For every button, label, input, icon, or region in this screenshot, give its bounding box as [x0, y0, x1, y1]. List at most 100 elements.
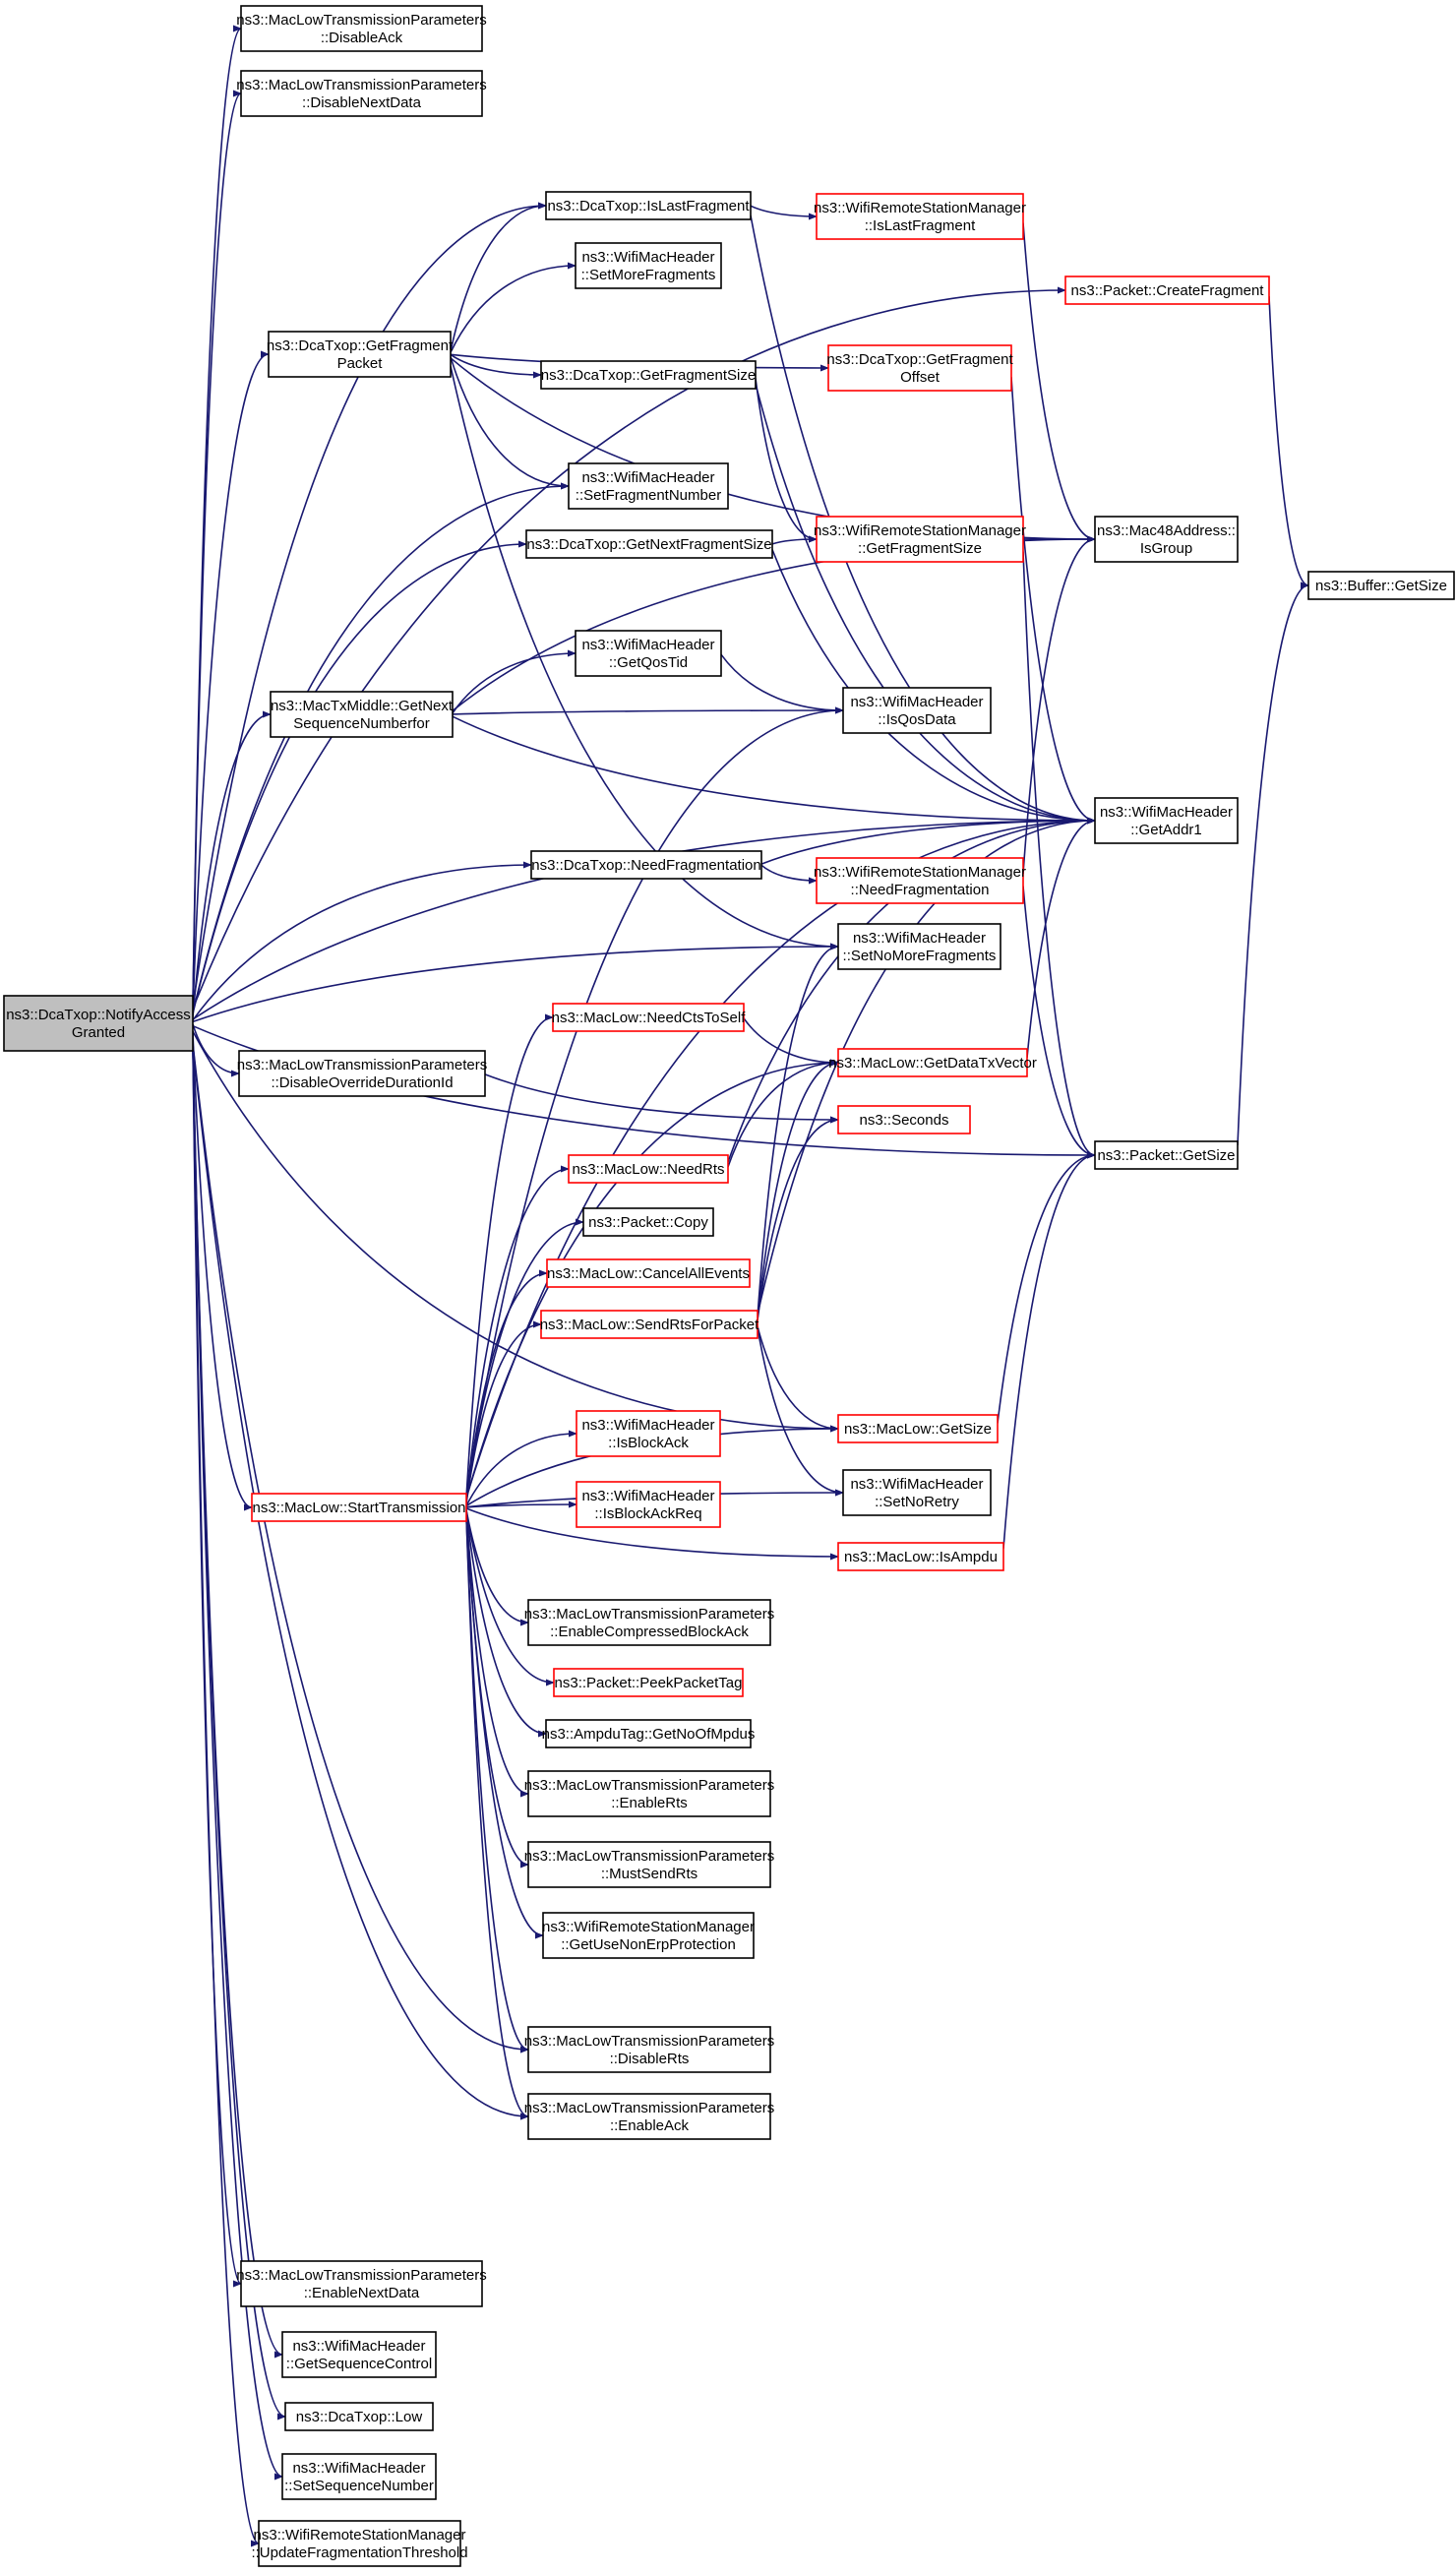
node-setMoreFragments[interactable]: ns3::WifiMacHeader::SetMoreFragments: [575, 242, 722, 289]
node-label: ns3::MacLow::GetDataTxVector: [828, 1055, 1037, 1072]
node-disableRts[interactable]: ns3::MacLowTransmissionParameters::Disab…: [524, 2026, 775, 2073]
node-isBlockAck[interactable]: ns3::WifiMacHeader::IsBlockAck: [576, 1410, 721, 1457]
node-needRts[interactable]: ns3::MacLow::NeedRts: [568, 1154, 729, 1184]
node-isBlockAckReq[interactable]: ns3::WifiMacHeader::IsBlockAckReq: [576, 1481, 721, 1528]
node-setFragmentNumber[interactable]: ns3::WifiMacHeader::SetFragmentNumber: [568, 462, 729, 510]
node-label: ns3::WifiMacHeader: [292, 2338, 425, 2355]
node-label: ns3::Buffer::GetSize: [1315, 578, 1447, 594]
node-box: [816, 516, 1024, 563]
node-bufferGetSize[interactable]: ns3::Buffer::GetSize: [1307, 571, 1455, 600]
node-box: [527, 2026, 771, 2073]
node-setNoMoreFragments[interactable]: ns3::WifiMacHeader::SetNoMoreFragments: [837, 923, 1001, 970]
edge-getFragmentPacket-to-isLastFragment: [450, 202, 547, 352]
node-updateFragThreshold[interactable]: ns3::WifiRemoteStationManager::UpdateFra…: [251, 2520, 468, 2567]
node-label: ns3::MacLowTransmissionParameters: [236, 2267, 487, 2284]
node-getNextFragmentSize[interactable]: ns3::DcaTxop::GetNextFragmentSize: [525, 529, 773, 559]
node-disableOverride[interactable]: ns3::MacLowTransmissionParameters::Disab…: [237, 1050, 488, 1097]
node-peekPacketTag[interactable]: ns3::Packet::PeekPacketTag: [553, 1668, 744, 1697]
node-isAmpdu[interactable]: ns3::MacLow::IsAmpdu: [837, 1542, 1004, 1571]
node-packetGetSize[interactable]: ns3::Packet::GetSize: [1094, 1140, 1239, 1170]
node-label: ::EnableRts: [611, 1795, 688, 1811]
node-startTransmission[interactable]: ns3::MacLow::StartTransmission: [251, 1493, 467, 1522]
node-box: [542, 1912, 755, 1959]
edge-getQosTid-to-isQosData: [720, 653, 844, 714]
node-box: [258, 2520, 461, 2567]
node-dcaLow[interactable]: ns3::DcaTxop::Low: [284, 2402, 434, 2431]
node-label: ::GetFragmentSize: [858, 540, 982, 557]
edge-root-to-disableOverride: [192, 1023, 240, 1077]
node-label: ns3::MacLowTransmissionParameters: [524, 1848, 775, 1865]
node-box: [545, 1719, 752, 1748]
node-enableCompressedBlockAck[interactable]: ns3::MacLowTransmissionParameters::Enabl…: [524, 1599, 775, 1646]
node-getUseNonErp[interactable]: ns3::WifiRemoteStationManager::GetUseNon…: [542, 1912, 755, 1959]
node-enableNextData[interactable]: ns3::MacLowTransmissionParameters::Enabl…: [236, 2260, 487, 2307]
node-getSequenceControl[interactable]: ns3::WifiMacHeader::GetSequenceControl: [281, 2331, 437, 2378]
node-getNextSeq[interactable]: ns3::MacTxMiddle::GetNextSequenceNumberf…: [270, 691, 454, 738]
edge-startTransmission-to-cancelAllEvents: [465, 1269, 548, 1503]
node-seconds[interactable]: ns3::Seconds: [837, 1105, 971, 1134]
node-getFragmentSize[interactable]: ns3::DcaTxop::GetFragmentSize: [540, 360, 757, 390]
edge-startTransmission-to-getAddr1: [465, 817, 1096, 1499]
node-box: [837, 1048, 1028, 1077]
node-wrsmIsLastFragment[interactable]: ns3::WifiRemoteStationManager::IsLastFra…: [814, 193, 1026, 240]
node-label: ns3::MacLowTransmissionParameters: [524, 2100, 775, 2116]
node-box: [575, 242, 722, 289]
node-isGroup[interactable]: ns3::Mac48Address::IsGroup: [1094, 516, 1239, 563]
node-isQosData[interactable]: ns3::WifiMacHeader::IsQosData: [842, 687, 992, 734]
node-box: [525, 529, 773, 559]
node-disableNextData[interactable]: ns3::MacLowTransmissionParameters::Disab…: [236, 70, 487, 117]
node-label: ns3::Packet::PeekPacketTag: [555, 1675, 743, 1691]
node-sendRtsForPacket[interactable]: ns3::MacLow::SendRtsForPacket: [540, 1310, 759, 1339]
node-box: [527, 1770, 771, 1817]
node-label: ns3::Seconds: [860, 1112, 949, 1129]
node-label: ::SetSequenceNumber: [284, 2478, 434, 2494]
edge-sendRtsForPacket-to-setNoMoreFragments: [757, 943, 839, 1318]
node-setNoRetry[interactable]: ns3::WifiMacHeader::SetNoRetry: [842, 1469, 992, 1516]
edge-root-to-disableNextData: [192, 90, 242, 1006]
node-label: ::GetAddr1: [1130, 822, 1202, 838]
edge-sendRtsForPacket-to-setNoRetry: [757, 1327, 844, 1497]
node-needCtsToSelf[interactable]: ns3::MacLow::NeedCtsToSelf: [552, 1003, 747, 1032]
edge-getFragmentPacket-to-setMoreFragments: [450, 262, 576, 353]
node-box: [540, 360, 757, 390]
node-getNoOfMpdus[interactable]: ns3::AmpduTag::GetNoOfMpdus: [542, 1719, 756, 1748]
node-wrsmNeedFragmentation[interactable]: ns3::WifiRemoteStationManager::NeedFragm…: [814, 857, 1026, 904]
node-box: [837, 1414, 999, 1443]
node-label: ns3::WifiMacHeader: [850, 1476, 983, 1493]
edge-getNextSeq-to-isGroup: [452, 535, 1096, 712]
node-box: [240, 2260, 483, 2307]
node-macLowGetSize[interactable]: ns3::MacLow::GetSize: [837, 1414, 999, 1443]
node-box: [540, 1310, 758, 1339]
node-disableAck[interactable]: ns3::MacLowTransmissionParameters::Disab…: [236, 5, 487, 52]
edge-root-to-enableAck: [192, 1045, 529, 2120]
node-enableRts[interactable]: ns3::MacLowTransmissionParameters::Enabl…: [524, 1770, 775, 1817]
node-enableAck[interactable]: ns3::MacLowTransmissionParameters::Enabl…: [524, 2093, 775, 2140]
node-cancelAllEvents[interactable]: ns3::MacLow::CancelAllEvents: [546, 1258, 751, 1288]
node-packetCopy[interactable]: ns3::Packet::Copy: [582, 1207, 714, 1237]
node-isLastFragment[interactable]: ns3::DcaTxop::IsLastFragment: [545, 191, 752, 220]
node-label: ns3::MacLow::StartTransmission: [252, 1500, 465, 1516]
node-getDataTxVector[interactable]: ns3::MacLow::GetDataTxVector: [828, 1048, 1037, 1077]
node-setSequenceNumber[interactable]: ns3::WifiMacHeader::SetSequenceNumber: [281, 2453, 437, 2500]
node-getAddr1[interactable]: ns3::WifiMacHeader::GetAddr1: [1094, 797, 1239, 844]
edge-startTransmission-to-isAmpdu: [465, 1507, 839, 1561]
edge-startTransmission-to-isBlockAck: [465, 1430, 577, 1506]
node-label: ::SetNoRetry: [875, 1494, 959, 1510]
edge-sendRtsForPacket-to-getDataTxVector: [757, 1059, 839, 1319]
edge-disableOverride-to-seconds: [484, 1073, 839, 1124]
node-getQosTid[interactable]: ns3::WifiMacHeader::GetQosTid: [575, 630, 722, 677]
node-box: [842, 1469, 992, 1516]
edge-startTransmission-to-getNoOfMpdus: [465, 1511, 547, 1738]
node-needFragmentation[interactable]: ns3::DcaTxop::NeedFragmentation: [530, 850, 762, 880]
edge-root-to-isLastFragment: [192, 202, 547, 1008]
node-mustSendRts[interactable]: ns3::MacLowTransmissionParameters::MustS…: [524, 1841, 775, 1888]
node-createFragment[interactable]: ns3::Packet::CreateFragment: [1064, 276, 1270, 305]
node-label: ns3::WifiMacHeader: [581, 637, 714, 653]
node-box: [827, 344, 1012, 392]
node-wrsmGetFragmentSize[interactable]: ns3::WifiRemoteStationManager::GetFragme…: [814, 516, 1026, 563]
edge-root-to-getFragmentPacket: [192, 350, 270, 1011]
